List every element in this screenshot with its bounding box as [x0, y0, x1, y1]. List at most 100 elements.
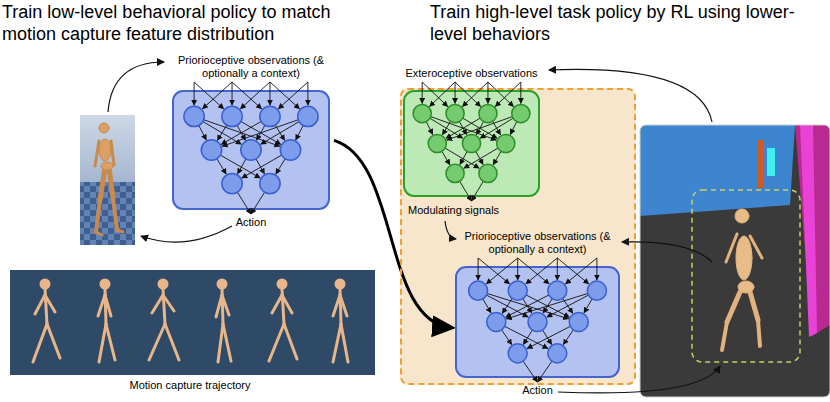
network-link [238, 159, 246, 174]
network-link [422, 82, 448, 107]
neuron [462, 134, 480, 152]
neuron [280, 140, 300, 160]
output-label: Action [458, 384, 618, 397]
network-link [455, 82, 481, 107]
network-link [518, 258, 549, 284]
neuron [260, 106, 280, 126]
network-link [502, 330, 512, 345]
network-link [483, 299, 491, 313]
neuron [569, 312, 588, 331]
network-link [194, 82, 195, 105]
neuron [201, 140, 221, 160]
input-label: Priorioceptive observations (& optionall… [458, 230, 618, 256]
section-heading: Train low-level behavioral policy to mat… [2, 2, 347, 45]
network-link [194, 82, 224, 109]
section-heading: Train high-level task policy by RL using… [430, 2, 810, 45]
neuron [469, 281, 488, 300]
network-graphic [455, 266, 620, 378]
network-link [472, 181, 484, 201]
network-link [296, 125, 304, 140]
network-link [202, 82, 232, 109]
neuron [508, 281, 527, 300]
neuron [446, 104, 464, 122]
input-label: Priorioceptive observations (& optionall… [171, 54, 331, 80]
network-link [510, 122, 516, 135]
network-link [495, 82, 521, 107]
network-link [543, 330, 552, 344]
signal-label: Modulating signals [408, 204, 499, 217]
network-link [563, 330, 573, 345]
network-link [460, 181, 472, 201]
network-link [455, 82, 456, 103]
network-link [523, 361, 537, 382]
network-link [557, 258, 588, 284]
neuron [528, 312, 547, 331]
network-link [517, 258, 518, 280]
network-link [478, 258, 509, 284]
input-label: Exteroceptive observations [392, 67, 552, 80]
network-link [278, 82, 308, 109]
network-link [422, 82, 423, 103]
network-box [456, 267, 619, 377]
network-link [237, 192, 251, 214]
neuron [298, 106, 318, 126]
network-link [596, 258, 597, 280]
neuron [222, 173, 242, 193]
network-link [232, 82, 233, 105]
neuron [548, 344, 567, 363]
network-link [251, 192, 265, 214]
neuron [512, 104, 530, 122]
network-link [442, 151, 450, 164]
neuron [487, 312, 506, 331]
network-link [526, 258, 557, 284]
network-link [199, 125, 207, 140]
network-link [502, 298, 512, 313]
network-link [217, 125, 226, 140]
network-link [269, 82, 270, 105]
network-box: Exteroceptive observations [403, 90, 540, 197]
network-link [486, 258, 517, 284]
neuron [587, 281, 606, 300]
network-link [240, 82, 270, 109]
network-link [565, 258, 596, 284]
neuron [548, 281, 567, 300]
policy-region: Modulating signals Exteroceptive observat… [400, 88, 636, 385]
humanoid-render [80, 115, 135, 245]
network-link [493, 151, 501, 164]
region-ground [400, 88, 636, 385]
network-link [307, 82, 308, 105]
flow-arrows [108, 62, 720, 393]
network-link [426, 122, 432, 135]
network-box [404, 91, 539, 196]
network-link [520, 82, 521, 103]
network-link [232, 82, 262, 109]
neuron [260, 173, 280, 193]
neuron [508, 344, 527, 363]
network-link [442, 121, 450, 134]
network-link [217, 159, 226, 174]
neuron [479, 104, 497, 122]
neuron [446, 164, 464, 182]
network-link [478, 258, 479, 280]
scene-render [640, 125, 830, 397]
neuron [497, 134, 515, 152]
neuron [222, 106, 242, 126]
network-link [256, 159, 264, 174]
figure-label: Motion capture trajectory [40, 379, 340, 392]
neuron [479, 164, 497, 182]
network-link [429, 82, 455, 107]
network-link [557, 258, 558, 280]
neuron [241, 140, 261, 160]
network-link [584, 299, 592, 313]
network-link [523, 330, 532, 344]
output-label: Action [171, 216, 331, 229]
motion-capture-strip [10, 270, 375, 375]
neuron [413, 104, 431, 122]
network-link [488, 82, 514, 107]
network-box [173, 91, 329, 209]
network-graphic [172, 90, 330, 210]
network-link [462, 82, 488, 107]
